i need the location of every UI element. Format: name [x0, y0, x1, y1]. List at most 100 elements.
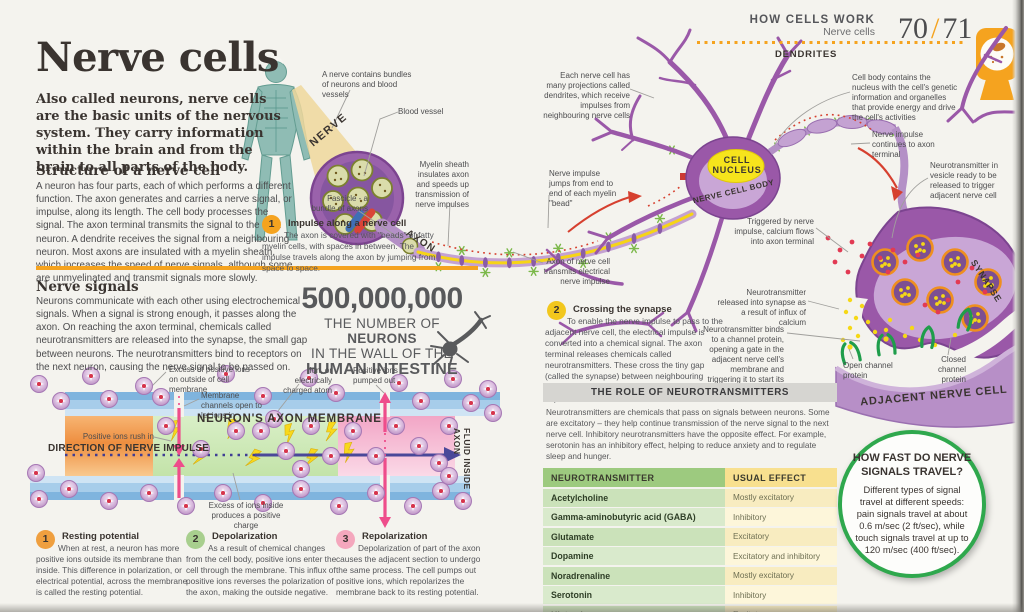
- bstep1-title: Resting potential: [62, 531, 140, 542]
- axon-terminal: [825, 206, 1024, 359]
- calcium-dot: [825, 235, 831, 241]
- fluid-line1: FLUID INSIDE: [462, 428, 472, 490]
- myelin-junction: [657, 223, 663, 234]
- impulse-jump-label: Nerve impulse jumps from end to end of e…: [549, 169, 617, 208]
- myelin-label: Myelin sheath insulates axon and speeds …: [415, 160, 469, 209]
- bstep2-number: 2: [186, 530, 205, 549]
- myelin-glia-icon: [555, 243, 562, 253]
- cell-nucleus-label: CELL NUCLEUS: [712, 155, 762, 176]
- ion-label: Ion, or electrically charged atom: [283, 366, 332, 395]
- calcium-dot: [885, 269, 891, 275]
- step1-number: 1: [262, 215, 281, 234]
- table-row: Gamma-aminobutyric acid (GABA)Inhibitory: [543, 508, 837, 527]
- neurotransmitter-dot: [859, 303, 865, 309]
- vesicle: [871, 248, 899, 276]
- bstep1-body: When at rest, a neuron has more positive…: [36, 543, 188, 597]
- section-rule: [36, 266, 478, 270]
- impulse-continue-note: Nerve impulse continues to axon terminal: [872, 130, 935, 159]
- calcium-dot: [922, 302, 928, 308]
- bstep1-number: 1: [36, 530, 55, 549]
- header: HOW CELLS WORK Nerve cells: [697, 14, 875, 38]
- myelin-glia-icon: [530, 266, 537, 276]
- speed-body: Different types of signal travel at diff…: [855, 484, 969, 555]
- stat-line3: HUMAN INTESTINE: [305, 361, 459, 378]
- neurotransmitter-dot: [853, 315, 859, 321]
- released-note: Neurotransmitter released into synapse a…: [717, 288, 807, 327]
- stat-line1: THE NUMBER OF NEURONS: [294, 316, 470, 346]
- page-number-left: 70: [898, 12, 928, 45]
- step2-title: Crossing the synapse: [573, 304, 672, 315]
- table-header: NEUROTRANSMITTER USUAL EFFECT: [543, 468, 837, 488]
- header-subsection: Nerve cells: [823, 26, 875, 38]
- myelin-junction: [531, 255, 537, 267]
- bstep3-number: 3: [336, 530, 355, 549]
- vesicle: [941, 248, 969, 276]
- table-col2-header: USUAL EFFECT: [725, 468, 837, 488]
- lightning-icon: [245, 448, 263, 467]
- leader-lines: [147, 88, 952, 501]
- myelin-junction: [580, 248, 586, 259]
- neurotransmitter-dot: [847, 297, 853, 303]
- calcium-dot: [955, 279, 961, 285]
- myelin-junction: [459, 255, 465, 266]
- myelin-glia-icon: [482, 267, 489, 278]
- fascicle-label: Fascicle - a bundle of axons: [311, 194, 369, 213]
- table-title: THE ROLE OF NEUROTRANSMITTERS: [543, 383, 837, 402]
- bstep2-title: Depolarization: [212, 531, 278, 542]
- nt-effect: Excitatory: [725, 527, 837, 546]
- calcium-note: Triggered by nerve impulse, calcium flow…: [734, 217, 814, 246]
- step2-number: 2: [547, 301, 566, 320]
- neuron-glyph: [430, 311, 491, 369]
- nt-effect: Mostly excitatory: [725, 488, 837, 507]
- chapter-tab-icon: [976, 28, 1018, 100]
- structure-body: A neuron has four parts, each of which p…: [36, 181, 293, 284]
- nt-name: Gamma-aminobutyric acid (GABA): [543, 508, 725, 527]
- stat-line1-normal: THE NUMBER OF: [324, 316, 440, 331]
- bstep3-body: Depolarization of part of the axon cause…: [336, 543, 481, 597]
- myelin-glia-icon: [580, 258, 587, 269]
- axon-beaded: [413, 117, 901, 278]
- lightning-icon: [304, 448, 319, 467]
- calcium-dot: [845, 269, 851, 275]
- stat-number: 500,000,000: [301, 282, 463, 315]
- page-title: Nerve cells: [36, 34, 279, 81]
- nt-name: Glutamate: [543, 527, 725, 546]
- myelin-glia-icon: [656, 213, 663, 224]
- myelin-junction: [606, 241, 611, 253]
- excess-outside-label: Excess of positive ions on outside of ce…: [169, 365, 250, 394]
- vesicle-note: Neurotransmitter in vesicle ready to be …: [930, 161, 999, 200]
- neurotransmitter-dot: [909, 325, 915, 331]
- signals-body: Neurons communicate with each other usin…: [36, 296, 308, 373]
- vesicle: [974, 268, 1002, 296]
- calcium-dot: [902, 259, 908, 265]
- blood-vessel-label: Blood vessel: [398, 107, 444, 116]
- calcium-dot: [945, 297, 951, 303]
- myelin-junction: [436, 251, 441, 263]
- myelin-glia-icon: [631, 243, 637, 254]
- vesicle: [906, 234, 934, 262]
- excess-inside-label: Excess of ions inside produces a positiv…: [208, 501, 284, 530]
- vesicle: [891, 278, 919, 306]
- header-section: HOW CELLS WORK: [749, 14, 875, 26]
- neurotransmitter-dot: [887, 317, 893, 323]
- neurotransmitter-table: THE ROLE OF NEUROTRANSMITTERS Neurotrans…: [543, 383, 837, 612]
- myelin-junction: [631, 233, 637, 244]
- bstep2-body: As a result of chemical changes from the…: [186, 543, 337, 597]
- structure-heading: Structure of a nerve cell: [36, 163, 221, 179]
- dendrite-note: Each nerve cell has many projections cal…: [543, 71, 630, 120]
- membrane-title: NEURON'S AXON MEMBRANE: [197, 413, 382, 425]
- stat-block: 500,000,000 THE NUMBER OF NEURONS IN THE…: [294, 282, 470, 379]
- speed-callout: HOW FAST DO NERVE SIGNALS TRAVEL? Differ…: [838, 430, 986, 578]
- lightning-icon: [325, 421, 338, 442]
- myelin-junction: [482, 257, 488, 268]
- page-edge-bottom: [0, 603, 1024, 612]
- stat-line1-bold: NEURONS: [347, 331, 417, 346]
- calcium-dot: [935, 309, 941, 315]
- neurotransmitter-dot: [872, 329, 878, 335]
- neurotransmitter-dot: [843, 309, 849, 315]
- header-rule: [697, 41, 965, 44]
